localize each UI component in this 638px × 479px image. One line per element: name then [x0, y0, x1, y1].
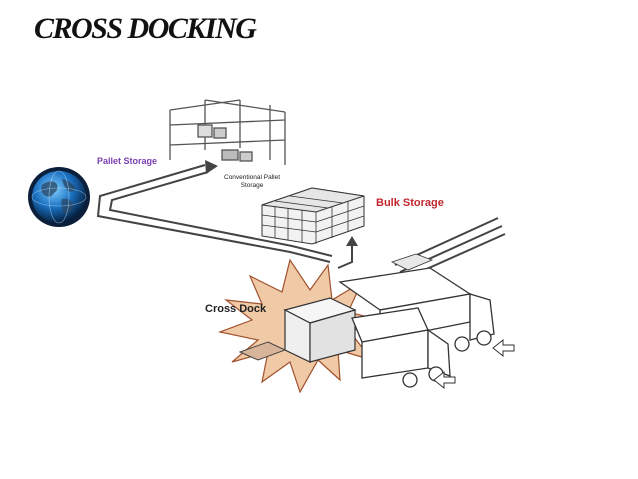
cross-dock-label: Cross Dock: [205, 303, 267, 315]
outbound-arrows: [433, 338, 515, 390]
cross-dock-conveyor: [238, 341, 287, 361]
pallet-storage-label: Pallet Storage: [97, 156, 158, 166]
right-pallet: [390, 253, 434, 271]
flow-arrow: [205, 160, 358, 246]
bulk-storage-stack: [261, 187, 365, 245]
conventional-label-line2: Storage: [240, 182, 264, 189]
conventional-pallet-storage-label: Conventional Pallet Storage: [224, 174, 280, 190]
arrow-to-pallet-storage: [205, 160, 218, 174]
pallet-flow-line-inner: [108, 171, 333, 257]
globe-icon: [28, 167, 90, 227]
cross-dock-box: [283, 297, 357, 363]
slide-title: CROSS DOCKING: [34, 12, 257, 45]
arrow-to-bulk-storage: [346, 236, 358, 246]
bulk-storage-label: Bulk Storage: [376, 197, 444, 209]
bulk-flow-line: [337, 244, 353, 269]
conventional-label-line1: Conventional Pallet: [224, 174, 281, 181]
pallet-racks: [169, 99, 286, 165]
truck-2: [351, 307, 451, 388]
pallet-flow-line: [96, 164, 331, 263]
